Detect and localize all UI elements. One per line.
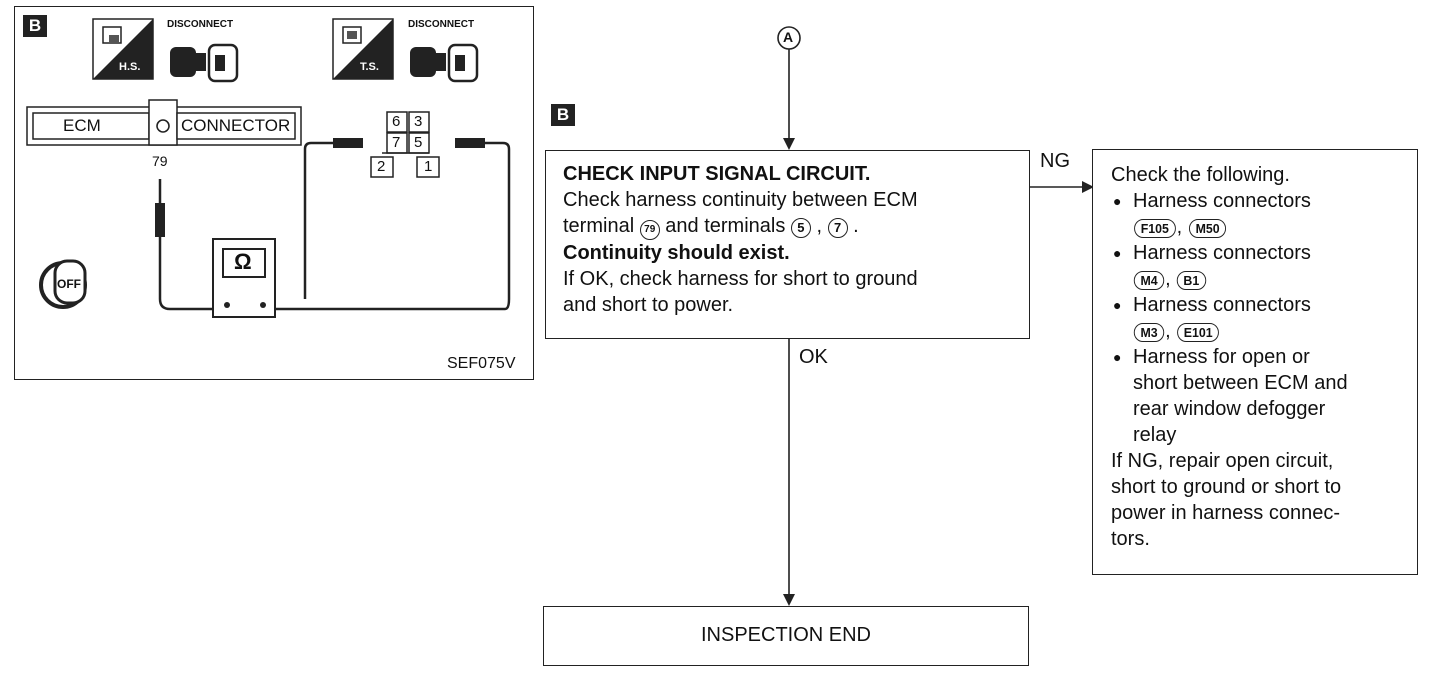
figure-code: SEF075V — [447, 355, 516, 372]
disconnect-plug-icon — [410, 43, 479, 83]
ng-action-box: Check the following. ● Harness connector… — [1092, 149, 1418, 575]
ng-label: NG — [1040, 150, 1070, 172]
connector-badge: M50 — [1188, 219, 1227, 238]
ng-list-item: ● Harness connectors M3, E101 — [1111, 292, 1417, 344]
check-line-text: and terminals — [665, 215, 786, 237]
check-line-text: terminal — [563, 215, 635, 237]
relay-pin: 5 — [414, 134, 423, 151]
terminal-5-badge: 5 — [790, 218, 811, 238]
ohm-symbol: Ω — [234, 249, 252, 274]
ng-list-item: ● Harness for open or short between ECM … — [1111, 344, 1417, 448]
disconnect-label: DISCONNECT — [167, 19, 234, 30]
ts-label: T.S. — [360, 61, 379, 73]
connector-badge: M3 — [1133, 323, 1165, 342]
connector-badge: M4 — [1133, 271, 1165, 290]
check-line: Check harness continuity between ECM — [563, 189, 918, 211]
check-title: CHECK INPUT SIGNAL CIRCUIT. — [563, 163, 871, 185]
connector-badges: M4, B1 — [1133, 266, 1417, 292]
bullet-icon: ● — [1113, 349, 1122, 365]
probe-tip — [455, 138, 485, 148]
ng-repair-text: short to ground or short to — [1111, 476, 1342, 498]
check-line-terminals: terminal 79 and terminals 5 , 7 . — [563, 213, 1029, 240]
ng-item-text: relay — [1133, 424, 1177, 446]
connector-label: CONNECTOR — [181, 116, 291, 135]
ts-icon — [332, 18, 394, 80]
ng-intro: Check the following. — [1111, 164, 1290, 186]
bullet-icon: ● — [1113, 297, 1122, 313]
connector-badge: F105 — [1134, 219, 1176, 238]
test-leads — [158, 141, 511, 311]
check-input-signal-box: CHECK INPUT SIGNAL CIRCUIT. Check harnes… — [545, 150, 1030, 339]
check-line: If OK, check harness for short to ground — [563, 268, 918, 290]
step-label: B — [551, 104, 575, 126]
hs-icon — [92, 18, 154, 80]
wiring-inset: B — [14, 6, 534, 380]
disconnect-label: DISCONNECT — [408, 19, 475, 30]
connector-badge: B1 — [1176, 271, 1207, 290]
ng-item-text: rear window defogger — [1133, 398, 1326, 420]
ng-list-item: ● Harness connectors M4, B1 — [1111, 240, 1417, 292]
terminal-79-badge: 79 — [639, 220, 660, 240]
connector-badge: E101 — [1177, 323, 1220, 342]
ng-item-text: Harness for open or — [1133, 346, 1310, 368]
ohmmeter — [212, 238, 276, 318]
relay-pin: 1 — [424, 158, 433, 175]
relay-pin: 2 — [377, 158, 386, 175]
ng-repair-text: If NG, repair open circuit, — [1111, 450, 1334, 472]
ng-item-text: Harness connectors — [1133, 242, 1311, 264]
relay-connector — [370, 111, 440, 178]
ng-item-text: Harness connectors — [1133, 190, 1311, 212]
bullet-icon: ● — [1113, 193, 1122, 209]
disconnect-plug-icon — [170, 43, 239, 83]
inspection-end-box: INSPECTION END — [543, 606, 1029, 666]
inspection-end-label: INSPECTION END — [700, 624, 872, 646]
ng-item-text: short between ECM and — [1133, 372, 1348, 394]
ng-item-text: Harness connectors — [1133, 294, 1311, 316]
ng-repair-text: power in harness connec- — [1111, 502, 1341, 524]
relay-pin: 7 — [392, 134, 401, 151]
terminal-7-badge: 7 — [827, 218, 848, 238]
bullet-icon: ● — [1113, 245, 1122, 261]
ng-list-item: ● Harness connectors F105, M50 — [1111, 188, 1417, 240]
terminal-79-label: 79 — [152, 153, 168, 169]
ng-repair-text: tors. — [1111, 528, 1150, 550]
entry-marker-label: A — [783, 29, 794, 45]
check-requirement: Continuity should exist. — [563, 242, 790, 264]
probe-tip — [333, 138, 363, 148]
relay-pin: 6 — [392, 113, 401, 130]
connector-badges: F105, M50 — [1133, 214, 1417, 240]
probe-tip — [155, 203, 165, 237]
inset-wiring-svg — [26, 18, 511, 318]
connector-badges: M3, E101 — [1133, 318, 1417, 344]
check-line: and short to power. — [563, 294, 734, 316]
ignition-off-label: OFF — [57, 277, 81, 291]
ignition-key-icon — [39, 259, 87, 309]
ecm-connector — [26, 99, 302, 146]
inset-step-label: B — [23, 15, 47, 37]
relay-pin: 3 — [414, 113, 423, 130]
ecm-label: ECM — [63, 116, 101, 135]
ok-label: OK — [799, 346, 828, 368]
hs-label: H.S. — [119, 61, 141, 73]
